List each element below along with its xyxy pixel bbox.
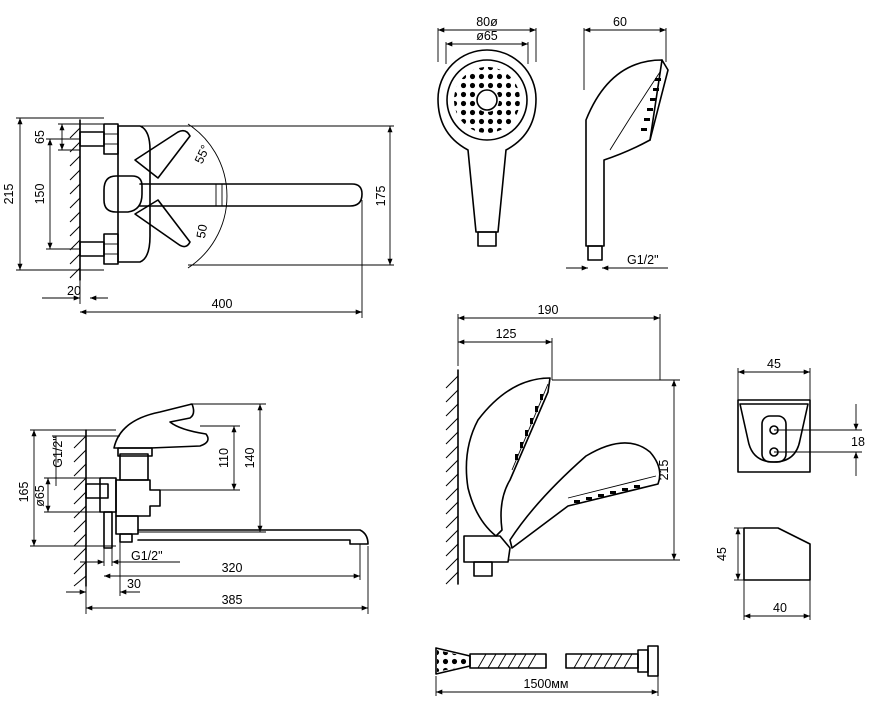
- dim-385: 385: [85, 546, 369, 614]
- dim-110: 110: [160, 425, 240, 491]
- shower-hose: 1500мм: [435, 645, 659, 696]
- lever-blade-lower: [134, 199, 191, 248]
- dim-g12-bottom: G1/2": [80, 548, 180, 566]
- svg-text:165: 165: [17, 482, 31, 503]
- dim-65: ø65: [445, 29, 529, 64]
- dim-65: 65: [33, 123, 104, 151]
- side-nozzles: [641, 78, 661, 131]
- hose-segment-right: [565, 653, 639, 669]
- svg-text:18: 18: [851, 435, 865, 449]
- spout: [139, 183, 363, 207]
- shower-head-front: 80ø ø65: [437, 15, 537, 247]
- svg-text:G1/2": G1/2": [51, 436, 65, 468]
- wall-hatching: [69, 119, 81, 281]
- svg-text:65: 65: [33, 130, 47, 144]
- svg-text:190: 190: [538, 303, 559, 317]
- svg-text:125: 125: [496, 327, 517, 341]
- hose-braid-left: [477, 653, 537, 669]
- dim-190: 190: [457, 303, 661, 380]
- holder-wall-hatching: [445, 369, 459, 585]
- svg-text:G1/2": G1/2": [131, 549, 163, 563]
- dim-215: 215: [508, 379, 680, 561]
- dim-g12-top: G1/2": [51, 435, 120, 486]
- holder-assembly: 190 125 215: [445, 303, 680, 585]
- svg-text:80ø: 80ø: [476, 15, 498, 29]
- svg-text:45: 45: [715, 547, 729, 561]
- upright-nozzles: [515, 394, 543, 460]
- lever-blade-upper: [134, 129, 191, 179]
- svg-text:1500мм: 1500мм: [524, 677, 569, 691]
- hose-nut: [637, 649, 649, 673]
- hose-braid-right: [573, 653, 633, 669]
- svg-text:ø65: ø65: [33, 485, 47, 507]
- svg-text:40: 40: [773, 601, 787, 615]
- dim-55-angle: 55°: [192, 143, 213, 166]
- dim-1500mm: 1500мм: [435, 676, 659, 696]
- bracket-front-outline: [737, 399, 811, 473]
- dim-60: 60: [583, 15, 667, 90]
- top-eccentric: [79, 123, 119, 155]
- bracket-side-outline: [743, 527, 811, 581]
- dim-125: 125: [458, 327, 553, 380]
- side-faucet-body: [115, 479, 161, 517]
- dim-20: 20: [42, 280, 108, 304]
- dim-18: 18: [774, 404, 865, 476]
- dim-30: 30: [66, 542, 141, 596]
- svg-text:385: 385: [222, 593, 243, 607]
- side-wall-hatching: [73, 429, 87, 587]
- faucet-side-view: G1/2" 110 140 165 ø65: [17, 403, 369, 614]
- svg-text:G1/2": G1/2": [627, 253, 659, 267]
- svg-text:400: 400: [212, 297, 233, 311]
- dim-80: 80ø: [437, 15, 537, 62]
- spray-face: [446, 59, 528, 141]
- faucet-body: [117, 125, 151, 263]
- shower-head-side-outline: [585, 59, 663, 247]
- dim-150: 150: [33, 138, 80, 250]
- svg-text:ø65: ø65: [476, 29, 498, 43]
- dim-50: 50: [194, 223, 210, 239]
- svg-text:45: 45: [767, 357, 781, 371]
- dim-175: 175: [118, 125, 394, 266]
- svg-text:175: 175: [374, 186, 388, 207]
- bottom-eccentric: [79, 233, 119, 265]
- lever-swing-arc: [187, 123, 228, 269]
- dim-65-diameter: ø65: [33, 477, 100, 513]
- dim-165: 165: [17, 429, 116, 547]
- shower-head-side: 60 G1/2": [566, 15, 669, 271]
- dim-45-top: 45: [737, 357, 811, 400]
- dim-40: 40: [743, 580, 811, 620]
- side-faucet-lever: [113, 403, 209, 449]
- dim-45-side: 45: [715, 527, 744, 581]
- dim-320: 320: [104, 544, 361, 580]
- svg-text:150: 150: [33, 184, 47, 205]
- dim-400: 400: [80, 200, 363, 318]
- thread-g12-side: G1/2": [566, 253, 668, 271]
- holder-head-upright: [465, 377, 551, 537]
- faucet-top-view: 65 215 150 55° 50 175 20: [2, 117, 394, 318]
- svg-text:60: 60: [613, 15, 627, 29]
- dim-215: 215: [2, 117, 104, 271]
- bracket-side: 45 40: [715, 527, 811, 620]
- svg-text:20: 20: [67, 284, 81, 298]
- dim-140: 140: [138, 403, 266, 533]
- svg-text:320: 320: [222, 561, 243, 575]
- side-connector: [587, 245, 603, 261]
- holder-head-tilted: [509, 442, 661, 549]
- svg-text:30: 30: [127, 577, 141, 591]
- bracket-front: 45 18: [737, 357, 865, 476]
- svg-text:110: 110: [217, 448, 231, 468]
- svg-text:140: 140: [243, 448, 257, 469]
- side-faucet-spout: [137, 529, 369, 545]
- svg-text:215: 215: [2, 184, 16, 205]
- holder-bracket: [463, 535, 511, 563]
- cartridge-knob: [103, 175, 143, 213]
- shower-head-connector: [477, 231, 497, 247]
- tilted-nozzles: [574, 485, 640, 503]
